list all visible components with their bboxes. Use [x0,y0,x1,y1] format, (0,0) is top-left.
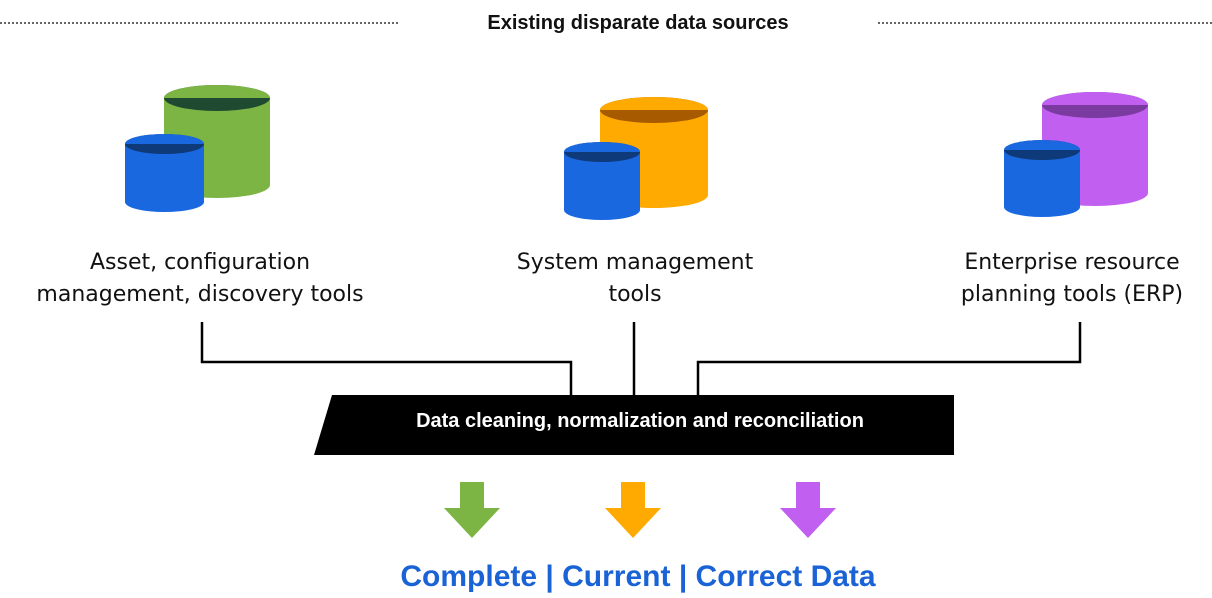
header-rule-right [878,22,1212,24]
source-label-erp-tools: Enterprise resource planning tools (ERP) [960,250,1184,307]
connector-lines [200,322,1082,397]
arrow-down-icon-orange [605,482,661,538]
arrow-down-icon-green [444,482,500,538]
header-title: Existing disparate data sources [487,12,789,34]
source-label-asset-tools: Asset, configuration management, discove… [36,250,364,307]
process-banner [314,395,954,455]
header-rule-left [0,22,398,24]
database-icon-system-tools [564,97,708,220]
summary-text: Complete | Current | Correct Data [400,560,876,593]
database-icon-asset-tools [125,85,270,212]
arrow-down-icon-purple [780,482,836,538]
source-label-system-tools: System management tools [516,250,754,307]
process-label: Data cleaning, normalization and reconci… [416,410,864,432]
database-icon-erp-tools [1004,92,1148,217]
